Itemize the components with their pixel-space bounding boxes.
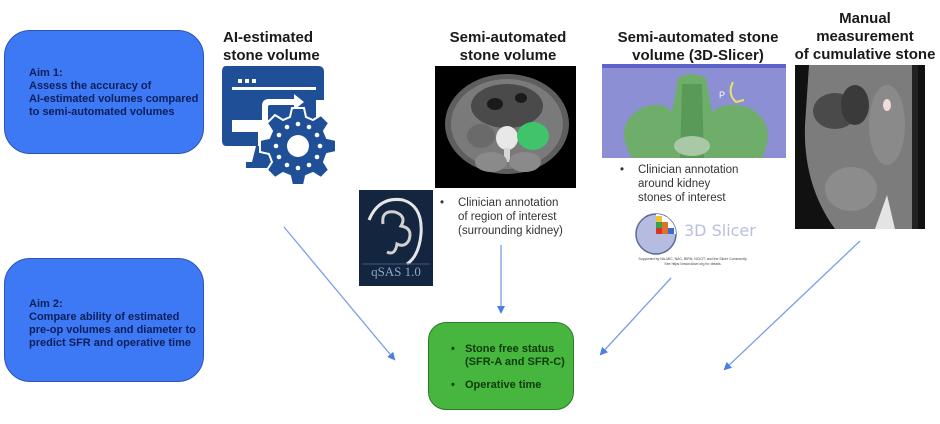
title-line: Semi-automated: [449, 29, 567, 46]
outcome-list: Stone free status (SFR-A and SFR-C) Oper…: [451, 343, 565, 392]
bullet-line: around kidney: [638, 178, 711, 190]
aim-1-line: AI-estimated volumes compared: [29, 93, 199, 105]
qsas-bullets: Clinician annotation of region of intere…: [436, 196, 563, 238]
computer-gear-icon: [222, 66, 338, 190]
slicer-bullet: Clinician annotation around kidney stone…: [616, 163, 738, 205]
manual-coronal-ct-image: [795, 65, 925, 229]
caption-line: Supported by NA-MIC, NAC, BIRN, NCIGT, a…: [638, 257, 748, 261]
slicer-3d-render: P: [602, 64, 786, 158]
bullet-line: (surrounding kidney): [458, 225, 563, 237]
slicer-logo-text: 3D Slicer: [684, 221, 756, 240]
slicer-column-title: Semi-automated stone volume (3D-Slicer): [603, 29, 793, 65]
segmentation-overlay: [517, 122, 549, 150]
outcome-line: Operative time: [465, 379, 542, 391]
aim-1-line: Assess the accuracy of: [29, 80, 152, 92]
aim-2-box: Aim 2: Compare ability of estimated pre-…: [4, 258, 204, 382]
slicer-logo-caption: Supported by NA-MIC, NAC, BIRN, NCIGT, a…: [628, 257, 758, 267]
aim-2-label: Aim 2:: [29, 298, 63, 310]
outcome-line: Stone free status: [465, 343, 555, 355]
outcome-item-operative-time: Operative time: [451, 379, 565, 392]
title-line: AI-estimated: [223, 29, 314, 46]
aim-1-text: Aim 1: Assess the accuracy of AI-estimat…: [29, 67, 198, 119]
title-line: stone volume: [223, 47, 320, 64]
qsas-logo: qSAS 1.0: [359, 190, 433, 286]
aim-1-label: Aim 1:: [29, 67, 63, 79]
bullet-line: of region of interest: [458, 211, 557, 223]
title-line: of cumulative stone: [794, 46, 936, 63]
aim-2-line: Compare ability of estimated: [29, 311, 180, 323]
slicer-logo-icon: [634, 211, 680, 255]
title-line: Semi-automated stone: [617, 29, 779, 46]
bullet-line: Clinician annotation: [638, 164, 739, 176]
aim-1-line: to semi-automated volumes: [29, 106, 175, 118]
arrow-slicer-to-outcome: [599, 277, 672, 356]
arrow-manual-to-outcome: [723, 240, 861, 371]
qsas-ct-image: [435, 66, 576, 188]
slicer-bullets: Clinician annotation around kidney stone…: [616, 163, 738, 205]
aim-1-box: Aim 1: Assess the accuracy of AI-estimat…: [4, 30, 204, 154]
ai-column-title: AI-estimated stone volume: [223, 29, 320, 65]
outcome-box: Stone free status (SFR-A and SFR-C) Oper…: [428, 322, 574, 410]
arrow-ai-to-outcome: [283, 226, 396, 361]
caption-line: See https://www.slicer.org for details.: [664, 262, 722, 266]
bullet-line: Clinician annotation: [458, 197, 559, 209]
qsas-logo-text: qSAS 1.0: [371, 264, 421, 279]
aim-2-line: predict SFR and operative time: [29, 337, 191, 349]
bullet-line: stones of interest: [638, 192, 726, 204]
aim-2-line: pre-op volumes and diameter to: [29, 324, 196, 336]
title-line: Manual measurement: [816, 10, 914, 45]
qsas-bullet: Clinician annotation of region of intere…: [436, 196, 563, 238]
outcome-line: (SFR-A and SFR-C): [465, 356, 565, 368]
outcome-item-stone-free-status: Stone free status (SFR-A and SFR-C): [451, 343, 565, 369]
title-line: volume (3D-Slicer): [632, 47, 764, 64]
svg-text:P: P: [719, 90, 725, 100]
aim-2-text: Aim 2: Compare ability of estimated pre-…: [29, 298, 196, 350]
